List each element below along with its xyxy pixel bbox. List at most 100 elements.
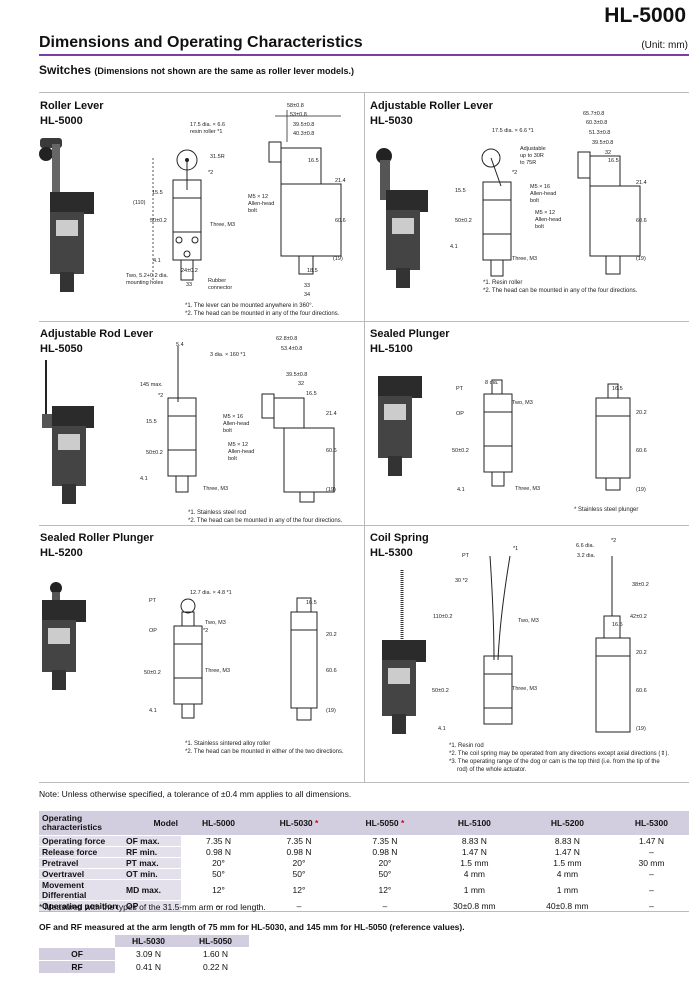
table-cell: – — [613, 900, 689, 912]
dim-label: 4.1 — [450, 244, 458, 250]
dim-label: M5 × 12 — [228, 442, 249, 448]
dim-label: 20.2 — [636, 650, 647, 656]
dim-label: (19) — [326, 487, 336, 493]
note: *2. The head can be mounted in either of… — [185, 749, 344, 755]
table-cell: 1.47 N — [613, 835, 689, 847]
dim-label: 60.6 — [326, 448, 337, 454]
dim-label: 4.1 — [153, 258, 161, 264]
dim-label: 15.5 — [146, 419, 157, 425]
dim-label: PT — [149, 598, 157, 604]
table-cell: – — [613, 846, 689, 858]
dim-label: 17.5 dia. × 6.6 — [190, 122, 226, 128]
dim-label: *2 — [512, 170, 518, 176]
dim-label: 21.4 — [636, 180, 647, 186]
dim-label: Allen-head — [228, 449, 255, 455]
table-cell: 30 mm — [613, 857, 689, 869]
dim-label: 32 — [298, 381, 305, 387]
dim-label: 16.5 — [306, 600, 317, 606]
dim-label: 31.5R — [210, 154, 225, 160]
row-label: Overtravel — [39, 868, 123, 880]
dim-label: *1 — [513, 546, 519, 552]
dim-label: Three, M3 — [512, 256, 538, 262]
side-view-hl5030 — [577, 151, 641, 275]
table-cell: – — [341, 900, 428, 912]
dim-label: (19) — [636, 726, 646, 732]
column-header-text: HL-5050 — [365, 818, 399, 828]
dim-label: 32 — [605, 150, 612, 156]
product-photo-hl5050 — [42, 360, 94, 504]
dim-label: 21.4 — [326, 411, 337, 417]
dim-label: 20.2 — [326, 632, 337, 638]
dim-label: 33 — [304, 283, 311, 289]
dim-label: Two, M3 — [512, 400, 533, 406]
table-cell: 0.98 N — [256, 846, 342, 858]
dim-label: 50±0.2 — [144, 670, 161, 676]
note: *1. Resin roller — [483, 280, 523, 286]
dim-label: 16.5 — [306, 391, 317, 397]
table-cell: 50° — [341, 868, 428, 880]
table-cell: 1.47 N — [427, 846, 521, 858]
table-cell: 8.83 N — [520, 835, 614, 847]
subtitle-text: Switches — [39, 63, 92, 77]
dim-label: 50±0.2 — [146, 450, 163, 456]
notes-hl5050: *1. Stainless steel rod *2. The head can… — [188, 509, 342, 525]
dim-label: (19) — [326, 708, 336, 714]
side-view-hl5100 — [595, 383, 631, 491]
row-abbr: OP — [123, 900, 181, 912]
product-photo-hl5000 — [39, 138, 94, 292]
asterisk: * — [315, 818, 319, 828]
table-footnote: * Measured with the types of the 31.5-mm… — [39, 902, 266, 912]
dim-label: 3 dia. × 160 *1 — [210, 352, 246, 358]
table-cell: – — [613, 879, 689, 901]
column-header: HL-5050 * — [341, 810, 428, 836]
dim-label: Allen-head — [223, 421, 250, 427]
product-photo-hl5100 — [378, 376, 422, 476]
section-title-sealed-plunger: Sealed Plunger — [370, 328, 450, 340]
unit-note: (Unit: mm) — [641, 40, 688, 51]
dim-label: 65.7±0.8 — [583, 111, 605, 117]
section-model-sealed-plunger: HL-5100 — [370, 343, 413, 355]
dim-label: M5 × 16 — [223, 414, 244, 420]
table-cell: 8.83 N — [427, 835, 521, 847]
front-view-hl5100 — [483, 379, 513, 487]
dim-label: resin roller *1 — [190, 129, 223, 135]
dim-label: 4.1 — [149, 708, 157, 714]
dim-label: 50±0.2 — [432, 688, 449, 694]
table-cell: 4 mm — [520, 868, 614, 880]
dim-label: 39.5±0.8 — [293, 122, 315, 128]
note: rod) of the whole actuator. — [457, 767, 527, 773]
dim-label: 4.1 — [438, 726, 446, 732]
dim-label: 24±0.2 — [181, 268, 198, 274]
side-view-hl5000 — [268, 110, 342, 275]
column-header: HL-5300 — [613, 810, 689, 836]
note: *1. Stainless steel rod — [188, 510, 247, 516]
dim-label: 58±0.8 — [287, 103, 304, 109]
note: *1. Stainless sintered alloy roller — [185, 741, 271, 747]
note: *1. The lever can be mounted anywhere in… — [185, 303, 314, 309]
dim-label: 16.5 — [612, 386, 623, 392]
model-header: Model — [123, 810, 181, 836]
dim-label: 60.6 — [335, 218, 346, 224]
dim-label: M5 × 12 — [535, 210, 556, 216]
row-abbr: MD max. — [123, 879, 181, 901]
row-label: Release force — [39, 846, 123, 858]
table-cell: – — [256, 900, 342, 912]
dim-label: OP — [456, 411, 464, 417]
table-cell: – — [181, 900, 257, 912]
dim-label: 40.3±0.8 — [293, 131, 315, 137]
dim-label: 16.5 — [612, 622, 623, 628]
dim-label: 34 — [304, 292, 311, 298]
row-label: Operating position — [39, 900, 123, 912]
table-cell: 50° — [256, 868, 342, 880]
notes-hl5100: * Stainless steel plunger — [574, 506, 638, 514]
front-view-hl5030 — [481, 148, 512, 277]
table-cell: 1.5 mm — [427, 857, 521, 869]
row-abbr: PT max. — [123, 857, 181, 869]
section-model-roller-lever: HL-5000 — [40, 115, 83, 127]
note: *1. Resin rod — [449, 743, 484, 749]
note: *2. The head can be mounted in any of th… — [188, 518, 343, 524]
front-view-hl5200 — [173, 598, 203, 719]
